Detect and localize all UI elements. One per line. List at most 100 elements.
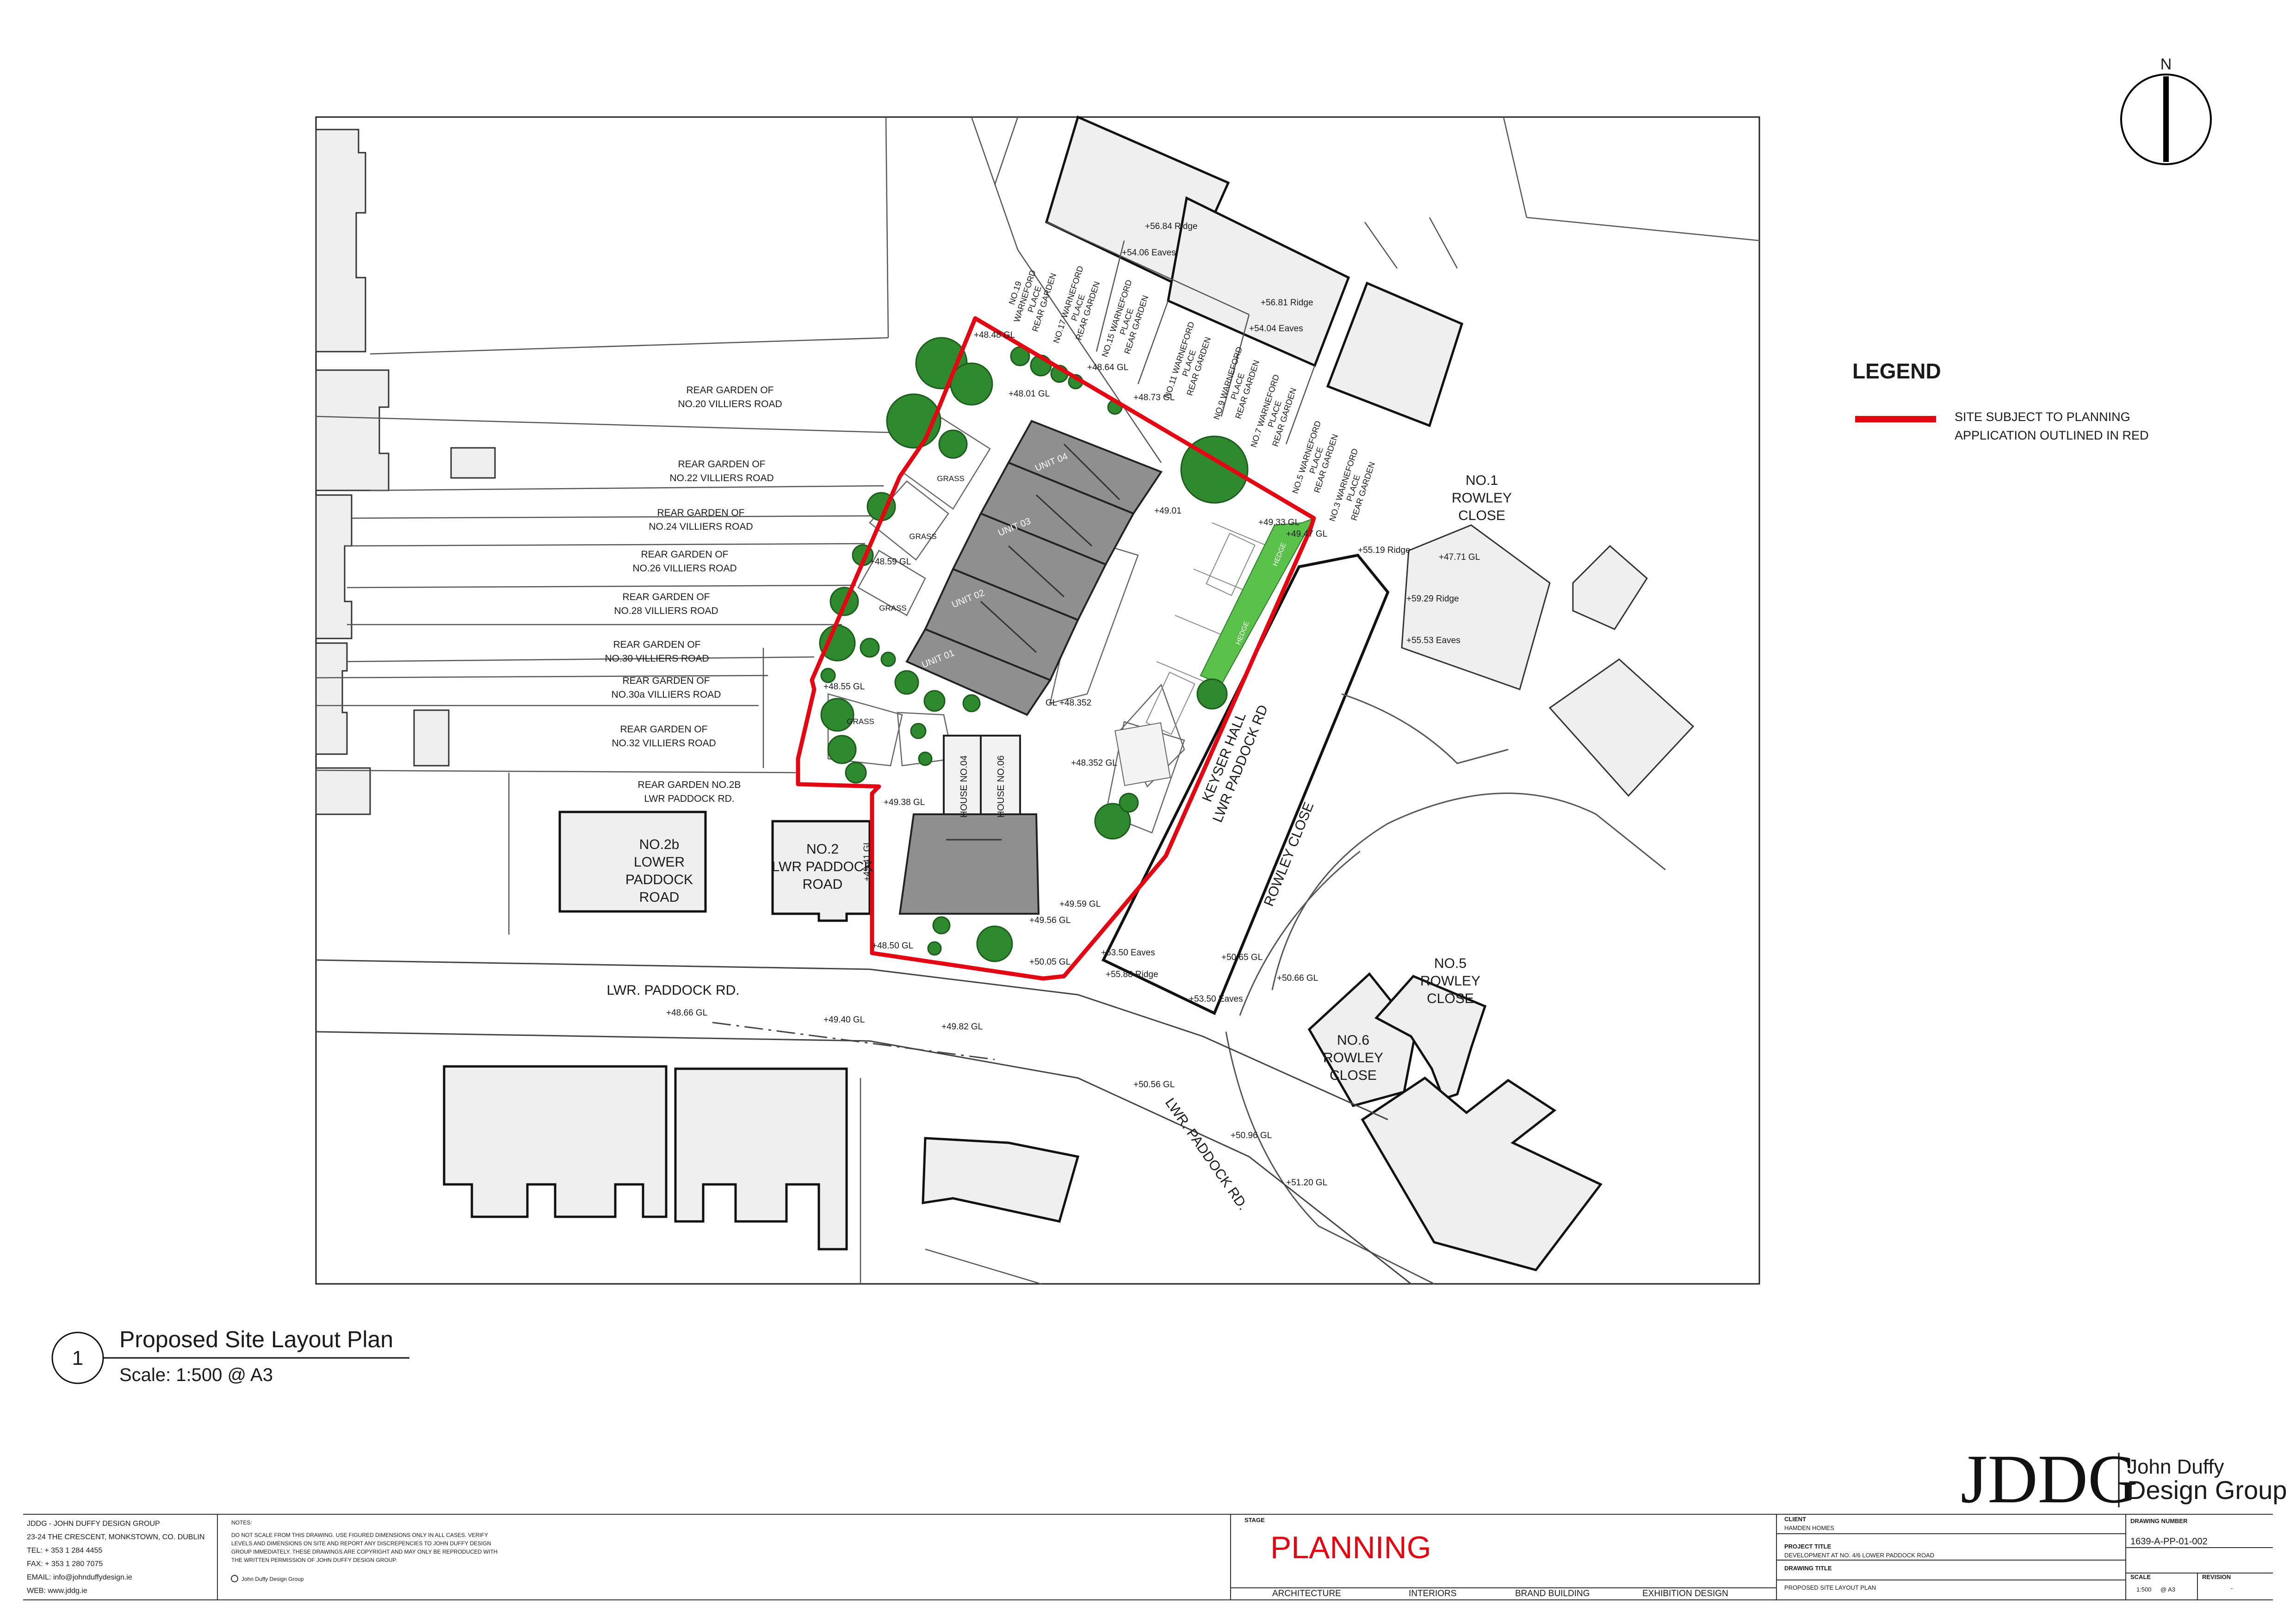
title-block bbox=[23, 1514, 2273, 1600]
south-houses bbox=[443, 1065, 1080, 1251]
client-label: CLIENT bbox=[1784, 1516, 1806, 1523]
callout-number: 1 bbox=[72, 1347, 83, 1369]
company-line-6: WEB: www.jddg.ie bbox=[27, 1587, 87, 1595]
bin-store bbox=[1114, 722, 1171, 786]
proposed-units bbox=[905, 420, 1163, 716]
house-06-label: HOUSE NO.06 bbox=[996, 756, 1006, 818]
revision-value: - bbox=[2231, 1585, 2233, 1592]
house-04-label: HOUSE NO.04 bbox=[959, 756, 969, 818]
villiers-houses bbox=[315, 129, 496, 815]
level-14: +59.29 Ridge bbox=[1406, 594, 1459, 604]
notes-line-2: LEVELS AND DIMENSIONS ON SITE AND REPORT… bbox=[231, 1540, 491, 1547]
south-gardens bbox=[860, 1078, 1041, 1285]
rear-garden-26-sub: NO.26 VILLIERS ROAD bbox=[632, 563, 736, 574]
rear-garden-26: REAR GARDEN OF bbox=[641, 549, 728, 560]
discipline-exhibition-design: EXHIBITION DESIGN bbox=[1642, 1589, 1728, 1598]
rear-garden-28-sub: NO.28 VILLIERS ROAD bbox=[614, 606, 718, 616]
no2-l3: ROAD bbox=[803, 877, 843, 892]
paper-value: @ A3 bbox=[2160, 1586, 2175, 1593]
level-20: +49.38 GL bbox=[884, 798, 925, 807]
no5-l3: CLOSE bbox=[1427, 991, 1474, 1006]
logo-name-1: John Duffy bbox=[2127, 1456, 2224, 1478]
company-line-4: FAX: + 353 1 280 7075 bbox=[27, 1560, 103, 1568]
north-label: N bbox=[2160, 56, 2172, 73]
logo-mark: JDDG bbox=[1961, 1441, 2138, 1518]
hedge bbox=[1200, 517, 1315, 686]
level-30: +53.50 Eaves bbox=[1189, 994, 1243, 1004]
drawing-number-label: DRAWING NUMBER bbox=[2130, 1518, 2188, 1524]
grass-label-1: GRASS bbox=[937, 474, 965, 483]
no2-l1: NO.2 bbox=[806, 842, 839, 857]
company-line-2: 23-24 THE CRESCENT, MONKSTOWN, CO. DUBLI… bbox=[27, 1533, 204, 1541]
level-8: +48.73 GL bbox=[1133, 393, 1175, 403]
legend-title: LEGEND bbox=[1852, 359, 1941, 383]
level-5: +48.48 GL bbox=[974, 330, 1015, 340]
copyright-icon bbox=[231, 1575, 238, 1582]
rear-garden-32: REAR GARDEN OF bbox=[620, 724, 707, 735]
level-19: +48.352 GL bbox=[1071, 758, 1117, 768]
rear-garden-30-sub: NO.30 VILLIERS ROAD bbox=[605, 653, 709, 664]
callout-scale: Scale: 1:500 @ A3 bbox=[119, 1365, 273, 1385]
level-27: +55.88 Ridge bbox=[1106, 970, 1158, 979]
rear-garden-22: REAR GARDEN OF bbox=[678, 459, 765, 470]
discipline-interiors: INTERIORS bbox=[1409, 1589, 1456, 1598]
notes-title: NOTES: bbox=[231, 1519, 252, 1526]
level-34: +50.56 GL bbox=[1133, 1080, 1175, 1090]
legend-line1: SITE SUBJECT TO PLANNING bbox=[1955, 410, 2130, 424]
level-16: +48.59 GL bbox=[870, 557, 911, 567]
level-10: +49.33 GL bbox=[1258, 518, 1300, 527]
level-23: +49.56 GL bbox=[1029, 916, 1071, 925]
grass-label-2: GRASS bbox=[909, 532, 937, 541]
rear-garden-24-sub: NO.24 VILLIERS ROAD bbox=[649, 521, 753, 532]
notes-line-1: DO NOT SCALE FROM THIS DRAWING. USE FIGU… bbox=[231, 1532, 488, 1538]
company-line-5: EMAIL: info@johnduffydesign.ie bbox=[27, 1573, 132, 1581]
notes-line-4: THE WRITTEN PERMISSION OF JOHN DUFFY DES… bbox=[231, 1557, 397, 1563]
unit-roof-ridges bbox=[980, 443, 1120, 653]
level-11: +49.47 GL bbox=[1286, 529, 1327, 539]
drawing-title-value: PROPOSED SITE LAYOUT PLAN bbox=[1784, 1584, 1876, 1591]
scale-value: 1:500 bbox=[2136, 1586, 2152, 1593]
level-12: +55.19 Ridge bbox=[1358, 545, 1411, 555]
client-value: HAMDEN HOMES bbox=[1784, 1524, 1834, 1531]
level-24: +48.50 GL bbox=[872, 941, 913, 951]
north-arrow: N bbox=[2120, 56, 2212, 165]
stage-label: STAGE bbox=[1244, 1517, 1265, 1524]
no1-l3: CLOSE bbox=[1458, 508, 1505, 523]
level-29: +50.66 GL bbox=[1277, 973, 1318, 983]
rear-garden-22-sub: NO.22 VILLIERS ROAD bbox=[669, 473, 774, 483]
level-18: GL +48.352 bbox=[1046, 698, 1091, 708]
rear-garden-2b-sub: LWR PADDOCK RD. bbox=[644, 793, 734, 804]
scale-label: SCALE bbox=[2130, 1573, 2151, 1580]
road-label-lwr-paddock-1: LWR. PADDOCK RD. bbox=[606, 983, 739, 998]
level-31: +48.66 GL bbox=[666, 1008, 707, 1018]
warneford-gardens bbox=[994, 117, 1760, 445]
level-13: +47.71 GL bbox=[1439, 552, 1480, 562]
level-26: +53.50 Eaves bbox=[1101, 948, 1155, 958]
trees bbox=[819, 337, 1249, 962]
no5-l1: NO.5 bbox=[1434, 956, 1467, 971]
rowley-close-roads bbox=[1225, 693, 1666, 1285]
callout-title: Proposed Site Layout Plan bbox=[119, 1326, 393, 1352]
copyright-text: John Duffy Design Group bbox=[241, 1576, 304, 1582]
notes-line-3: GROUP IMMEDIATELY. THESE DRAWINGS ARE CO… bbox=[231, 1549, 497, 1555]
level-7: +48.01 GL bbox=[1009, 389, 1050, 399]
no5-l2: ROWLEY bbox=[1420, 973, 1480, 989]
drawing-title-label: DRAWING TITLE bbox=[1784, 1565, 1832, 1572]
level-36: +51.20 GL bbox=[1286, 1178, 1327, 1188]
rear-garden-30a-sub: NO.30a VILLIERS ROAD bbox=[612, 689, 721, 700]
garden-boundaries bbox=[316, 117, 1162, 935]
rear-garden-20: REAR GARDEN OF bbox=[686, 385, 774, 396]
rear-garden-20-sub: NO.20 VILLIERS ROAD bbox=[678, 399, 782, 409]
ne-buildings bbox=[1401, 524, 1695, 797]
level-33: +49.82 GL bbox=[941, 1022, 983, 1032]
rear-garden-24: REAR GARDEN OF bbox=[657, 508, 744, 518]
no2b-l4: ROAD bbox=[639, 890, 680, 905]
level-6: +48.64 GL bbox=[1087, 363, 1128, 372]
no2b-l3: PADDOCK bbox=[625, 872, 693, 887]
keyser-hall bbox=[1101, 553, 1390, 1016]
no2-l2: LWR PADDOCK bbox=[772, 859, 873, 874]
site-plan bbox=[315, 115, 1760, 1285]
warneford-houses bbox=[1045, 115, 1464, 427]
drawing-title-callout: 1 Proposed Site Layout Plan Scale: 1:500… bbox=[51, 1326, 409, 1385]
